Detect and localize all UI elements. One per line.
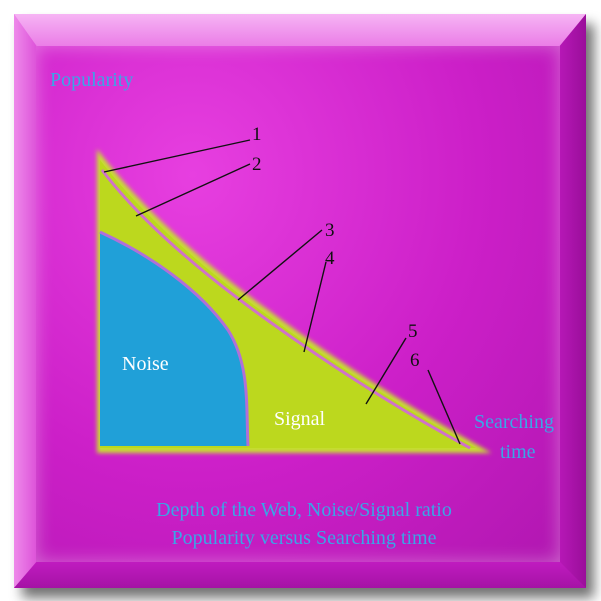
callout-4: 4 xyxy=(325,248,335,269)
leader-4 xyxy=(303,261,327,353)
x-axis-label-line2: time xyxy=(500,441,536,463)
leader-2 xyxy=(135,163,251,217)
callout-1: 1 xyxy=(252,124,262,145)
leader-3 xyxy=(237,229,323,301)
magenta-frame xyxy=(14,14,586,588)
leader-6 xyxy=(427,369,461,445)
noise-area xyxy=(100,232,248,446)
frame-bevel-top xyxy=(14,14,586,48)
noise-boundary xyxy=(99,230,250,447)
signal-label: Signal xyxy=(274,408,326,430)
leader-1 xyxy=(103,139,251,173)
callout-leaders xyxy=(103,139,461,445)
frame-bevel-bottom xyxy=(14,560,586,588)
frame-bevel-right xyxy=(558,14,586,588)
noise-label: Noise xyxy=(122,353,169,375)
callout-6: 6 xyxy=(410,350,420,371)
signal-inner-curve xyxy=(100,169,471,450)
callout-2: 2 xyxy=(252,154,262,175)
caption-line-1: Depth of the Web, Noise/Signal ratio xyxy=(156,499,452,521)
leader-5 xyxy=(365,337,407,405)
y-axis-label: Popularity xyxy=(50,69,133,91)
callout-3: 3 xyxy=(325,220,335,241)
callout-5: 5 xyxy=(408,321,418,342)
x-axis-label-line1: Searching xyxy=(474,411,554,433)
caption-line-2: Popularity versus Searching time xyxy=(172,527,437,549)
frame-bevel-left xyxy=(14,14,38,588)
